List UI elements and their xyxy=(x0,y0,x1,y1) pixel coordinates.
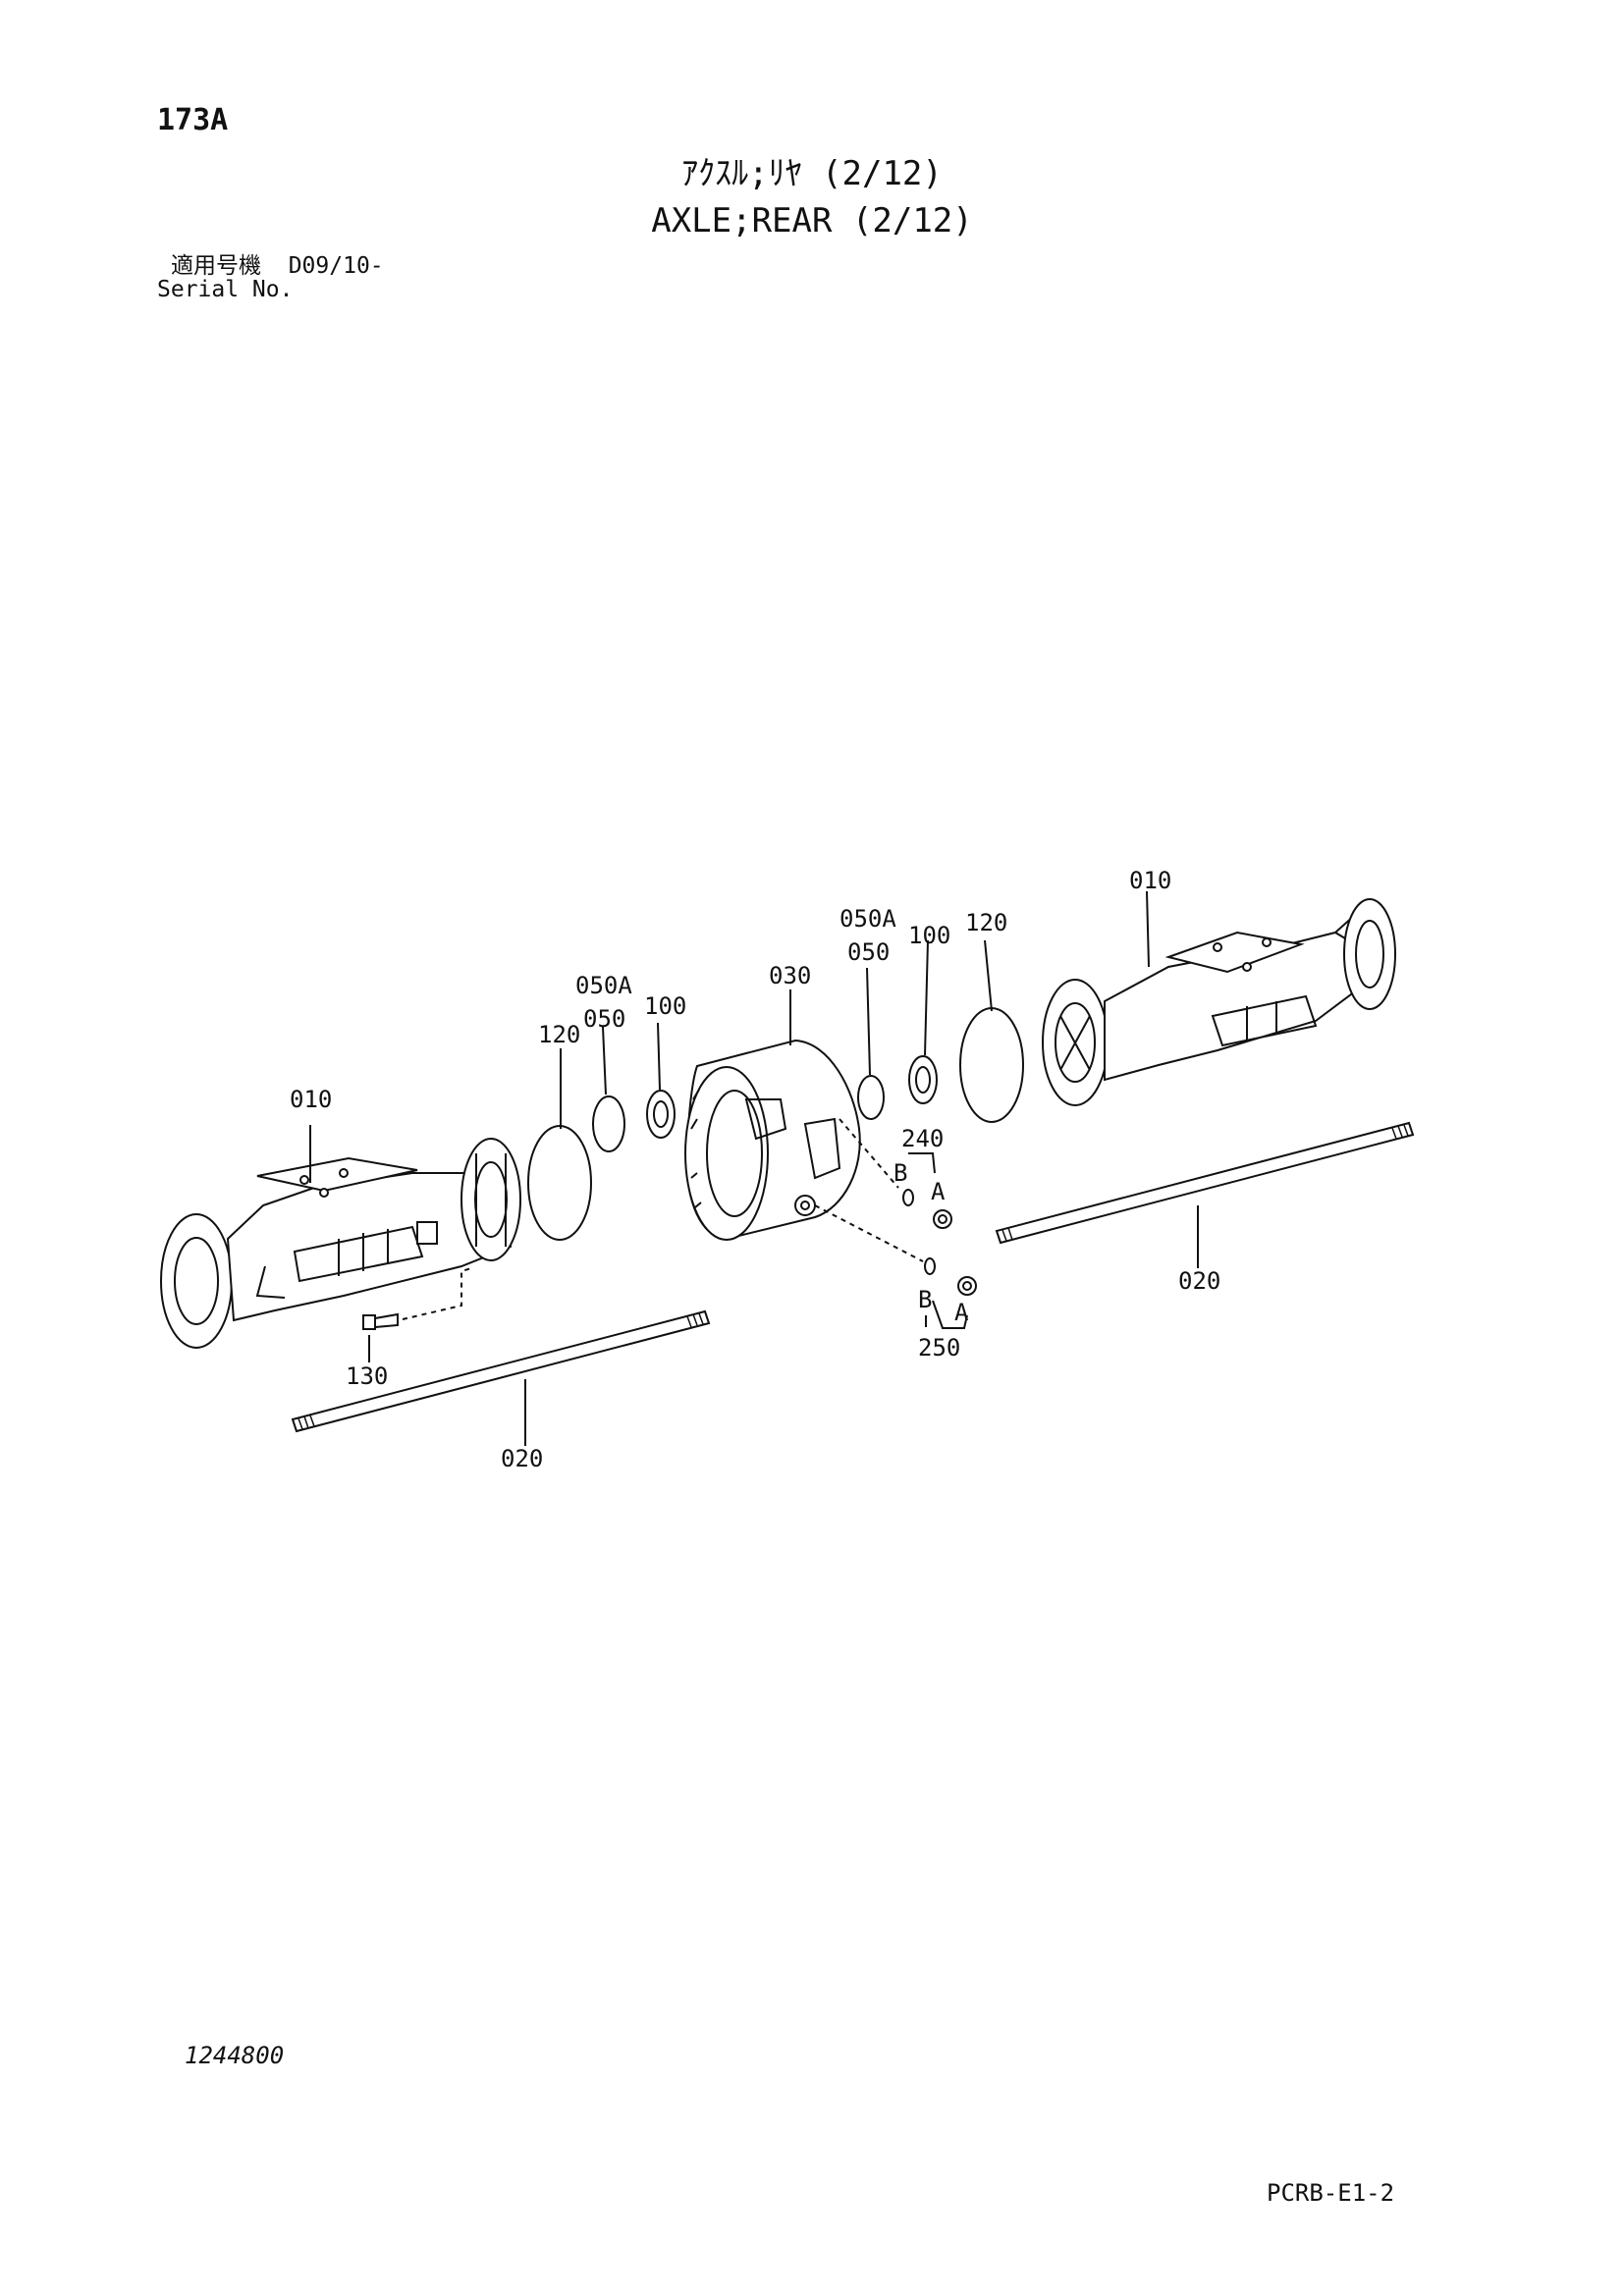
callout-050-left: 050 xyxy=(583,1005,625,1033)
washer-250 xyxy=(924,1257,936,1275)
axle-housing-right xyxy=(1042,898,1396,1106)
title-japanese: ｱｸｽﾙ;ﾘﾔ (2/12) xyxy=(681,154,943,193)
seal-050-left xyxy=(592,1095,625,1152)
bolt-130 xyxy=(362,1312,399,1330)
callout-010-right: 010 xyxy=(1129,867,1171,894)
callout-050a-left: 050A xyxy=(575,972,632,999)
callout-a-lower: A xyxy=(954,1299,969,1326)
axle-housing-left xyxy=(160,1138,521,1349)
callout-a-upper: A xyxy=(931,1178,946,1205)
callout-120-right: 120 xyxy=(965,909,1007,936)
callout-010-left: 010 xyxy=(290,1086,332,1113)
drawing-number: 1244800 xyxy=(185,2042,285,2069)
oring-120-left xyxy=(527,1125,592,1241)
callout-020-right: 020 xyxy=(1178,1267,1220,1295)
title-english: AXLE;REAR (2/12) xyxy=(651,201,973,240)
document-code: PCRB-E1-2 xyxy=(1267,2179,1395,2207)
axle-shaft-left xyxy=(291,1309,711,1433)
oring-120-right xyxy=(959,1007,1024,1123)
callout-240: 240 xyxy=(901,1125,944,1152)
seal-050-right xyxy=(857,1075,885,1120)
callout-020-left: 020 xyxy=(501,1445,543,1472)
bearing-100-left xyxy=(646,1090,676,1139)
washer-240 xyxy=(902,1189,914,1206)
callout-050-right: 050 xyxy=(847,938,890,966)
callout-b-lower: B xyxy=(918,1286,932,1313)
callout-120-left: 120 xyxy=(538,1021,580,1048)
bearing-100-right xyxy=(908,1055,938,1104)
callout-030: 030 xyxy=(769,962,811,989)
axle-shaft-right xyxy=(995,1121,1415,1245)
callout-050a-right: 050A xyxy=(839,905,896,933)
serial-value: D09/10- xyxy=(288,253,384,279)
serial-line-japanese: 適用号機 D09/10- xyxy=(171,255,384,278)
callout-b-upper: B xyxy=(893,1159,907,1187)
plug-250 xyxy=(957,1276,977,1296)
diff-carrier xyxy=(684,1039,861,1241)
serial-label-english: Serial No. xyxy=(157,277,294,302)
callout-250: 250 xyxy=(918,1334,960,1362)
callout-100-left: 100 xyxy=(644,992,686,1020)
plug-240 xyxy=(933,1209,952,1229)
callout-130: 130 xyxy=(346,1362,388,1390)
page-number: 173A xyxy=(157,103,229,137)
callout-100-right: 100 xyxy=(908,922,950,949)
serial-label-jp: 適用号機 xyxy=(171,253,261,279)
